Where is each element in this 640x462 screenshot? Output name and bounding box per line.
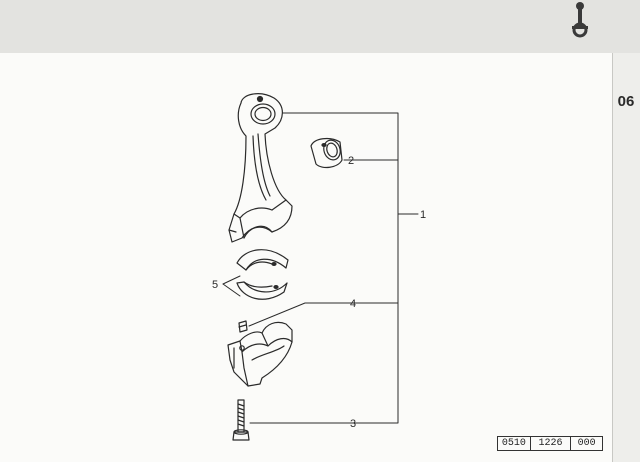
- callout-2: 2: [348, 155, 354, 167]
- part-number-segment-1: 0510: [498, 437, 531, 450]
- part-number-box: 0510 1226 000: [497, 436, 603, 451]
- header-band: [0, 0, 640, 53]
- bearing-cap-drawing[interactable]: [227, 321, 293, 387]
- section-tab[interactable]: 06: [617, 93, 635, 110]
- callout-3: 3: [350, 418, 356, 430]
- callout-5: 5: [212, 279, 218, 291]
- part-number-segment-3: 000: [577, 438, 596, 449]
- callout-4: 4: [350, 298, 356, 310]
- small-end-bushing-drawing[interactable]: [310, 137, 343, 169]
- bearing-shells-drawing[interactable]: [236, 249, 289, 300]
- dowel-sleeve-drawing[interactable]: [238, 320, 248, 333]
- connecting-rod-drawing[interactable]: [228, 93, 293, 243]
- part-number-segment-2: 1226: [531, 437, 572, 450]
- callout-1: 1: [420, 209, 426, 221]
- connecting-rod-icon: [572, 2, 588, 38]
- section-strip: [612, 53, 640, 462]
- rod-bolt-drawing[interactable]: [232, 399, 250, 441]
